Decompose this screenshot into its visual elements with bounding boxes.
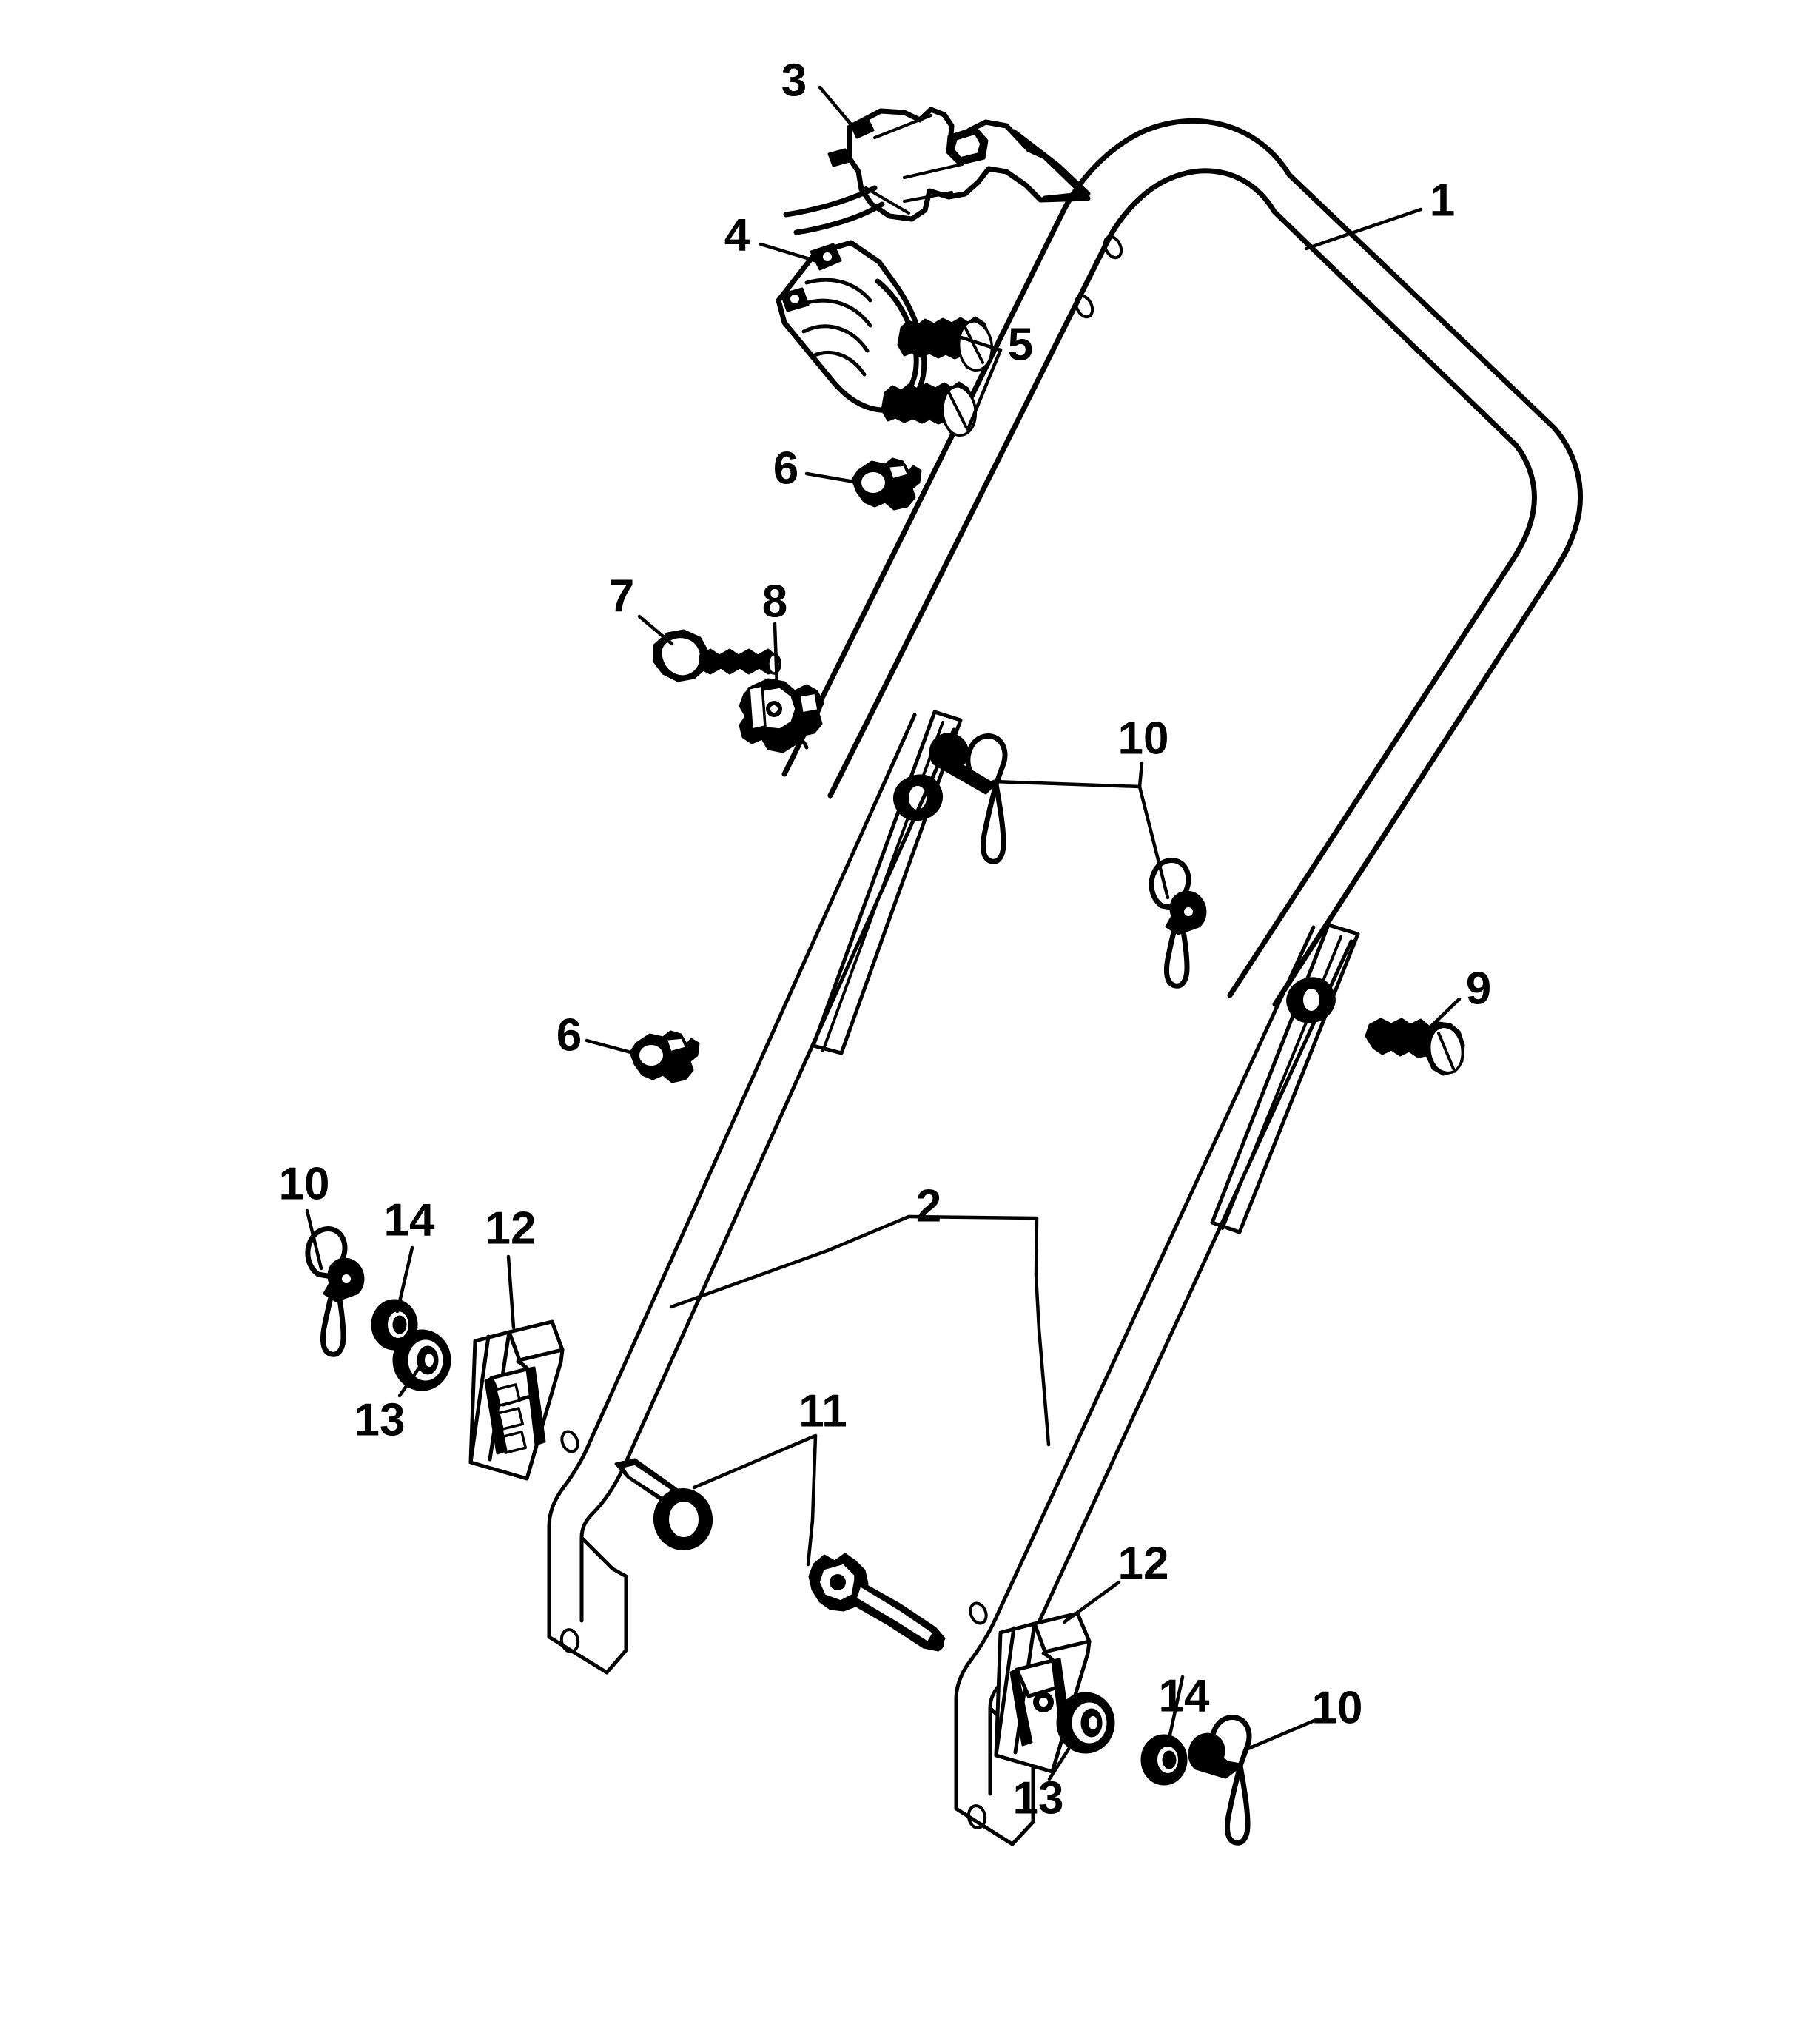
callout-number-14-right: 14	[1159, 1670, 1210, 1721]
callout-numbers: 1 2 3 4 5 6 6 7 8 9 10 10 10 11 12 12 13…	[279, 55, 1492, 1823]
part-self-tapping-screw-lower	[881, 381, 978, 437]
leader-12-right	[1062, 1580, 1121, 1624]
callout-number-13-left: 13	[354, 1394, 406, 1445]
part-flat-washer-right	[1140, 1734, 1188, 1786]
leader-12-left	[506, 1254, 516, 1330]
leader-10-upper-b	[1137, 784, 1170, 900]
part-wing-knob-lower-right	[1188, 1715, 1252, 1846]
leader-10-lowerright	[1244, 1718, 1316, 1752]
part-flat-washer-left	[371, 1299, 418, 1351]
part-control-lever-housing	[783, 107, 1091, 235]
leader-1	[1304, 207, 1423, 251]
part-shoulder-bolt-plain	[614, 1458, 713, 1550]
callout-number-7: 7	[609, 571, 634, 622]
callout-number-2: 2	[916, 1180, 941, 1231]
leader-13-right	[1047, 1735, 1078, 1781]
part-upper-handle-bar	[781, 118, 1584, 1007]
leader-2	[907, 1214, 1051, 1447]
leader-6-lower	[585, 1038, 636, 1055]
part-self-tapping-screw-upper	[897, 316, 994, 372]
part-spacer-bushing-right	[1056, 1692, 1115, 1754]
leader-10-lowerleft	[305, 1208, 323, 1271]
part-knob-bolt	[1365, 1018, 1465, 1076]
bolt-head-on-right-bar	[1286, 977, 1336, 1023]
part-wing-knob-second	[1149, 858, 1207, 989]
part-cable-clip-upper	[851, 457, 922, 511]
leader-11	[806, 1433, 818, 1567]
callout-number-4: 4	[724, 209, 750, 260]
callout-number-12-left: 12	[485, 1203, 537, 1254]
leader-8	[773, 622, 779, 689]
leader-13-left	[397, 1364, 423, 1398]
leader-9	[1419, 997, 1462, 1038]
part-shoulder-bolt-knurled	[808, 1553, 946, 1652]
callout-number-5: 5	[1008, 319, 1033, 370]
callout-number-10-lowerleft: 10	[279, 1158, 330, 1209]
callout-number-14-left: 14	[384, 1194, 435, 1245]
callout-number-10-upper: 10	[1118, 713, 1169, 764]
callout-number-12-right: 12	[1118, 1538, 1169, 1589]
leader-7	[637, 614, 674, 646]
leader-5	[945, 331, 1003, 352]
part-height-adjuster-block-left	[468, 1319, 565, 1481]
part-wing-knob-upper	[929, 733, 1008, 864]
part-cable-guide-bracket	[739, 678, 824, 753]
leader-4	[759, 242, 827, 266]
callout-number-3: 3	[781, 55, 807, 106]
callout-number-10-lowerright: 10	[1312, 1682, 1363, 1733]
callout-number-11: 11	[798, 1385, 847, 1436]
callout-number-13-right: 13	[1013, 1772, 1064, 1823]
leader-11b	[692, 1433, 818, 1490]
leader-14-right	[1166, 1675, 1185, 1747]
callout-number-6-upper: 6	[773, 443, 798, 494]
callout-number-1: 1	[1430, 175, 1455, 226]
part-spacer-bushing-left	[392, 1329, 451, 1391]
leader-lines	[305, 85, 1462, 1781]
part-height-adjuster-block-right	[994, 1611, 1092, 1774]
callout-number-6-lower: 6	[556, 1009, 582, 1060]
callout-number-8: 8	[762, 576, 787, 627]
leader-6-upper	[804, 471, 861, 485]
handle-bar-hole-lower	[1074, 294, 1094, 319]
part-lower-handle-bar-left	[547, 710, 963, 1675]
handle-bar-hole-upper	[1103, 235, 1123, 260]
leader-14-left	[395, 1245, 414, 1314]
part-carriage-bolt	[653, 629, 781, 682]
leader-2b	[669, 1214, 911, 1309]
part-cable-clip-lower	[629, 1030, 700, 1083]
leader-3	[818, 85, 861, 135]
callout-number-9: 9	[1466, 963, 1491, 1014]
leader-5b	[966, 348, 1003, 431]
